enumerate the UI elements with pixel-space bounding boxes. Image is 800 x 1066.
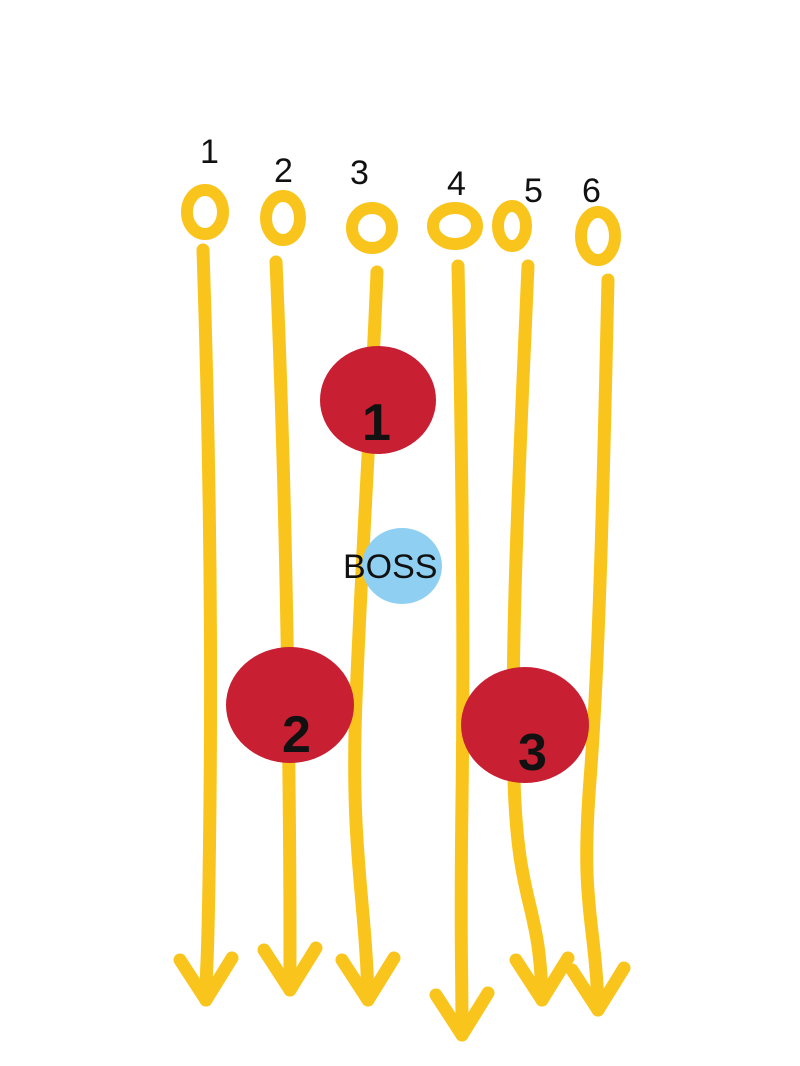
lane-3 — [335, 202, 401, 1007]
lane-line — [269, 255, 297, 997]
lane-label-5: 5 — [524, 172, 543, 210]
node-number-3: 3 — [518, 724, 547, 782]
lane-line — [451, 259, 470, 1042]
arrow-head-icon — [565, 961, 631, 1017]
lane-line — [196, 243, 218, 1007]
lane-2 — [257, 190, 323, 997]
lane-start-circle — [260, 190, 306, 246]
lane-label-3: 3 — [350, 154, 369, 192]
arrow-head-icon — [173, 951, 239, 1007]
lane-start-circle — [346, 202, 398, 254]
lane-label-1: 1 — [200, 133, 219, 171]
lane-4 — [427, 202, 495, 1042]
boss-node — [362, 528, 442, 604]
arrow-head-icon — [257, 941, 323, 997]
boss-label: BOSS — [343, 548, 437, 586]
lane-6 — [565, 206, 631, 1017]
lane-1 — [173, 184, 239, 1007]
lane-label-2: 2 — [274, 152, 293, 190]
arrow-head-icon — [509, 951, 575, 1007]
node-number-2: 2 — [282, 706, 311, 764]
lane-line — [580, 273, 615, 1017]
enemy-node-2 — [226, 647, 354, 763]
enemy-node-3 — [461, 667, 589, 783]
node-number-1: 1 — [362, 394, 391, 452]
lane-start-circle — [575, 206, 621, 266]
lane-start-circle — [181, 184, 229, 240]
enemy-node-1 — [320, 346, 436, 454]
lane-5 — [492, 200, 575, 1007]
lane-label-4: 4 — [447, 165, 466, 203]
lane-line — [506, 259, 549, 1007]
lane-start-circle — [427, 202, 483, 250]
arrow-head-icon — [429, 986, 495, 1042]
lane-label-6: 6 — [582, 172, 601, 210]
arrow-head-icon — [335, 951, 401, 1007]
lane-start-circle — [492, 200, 532, 252]
